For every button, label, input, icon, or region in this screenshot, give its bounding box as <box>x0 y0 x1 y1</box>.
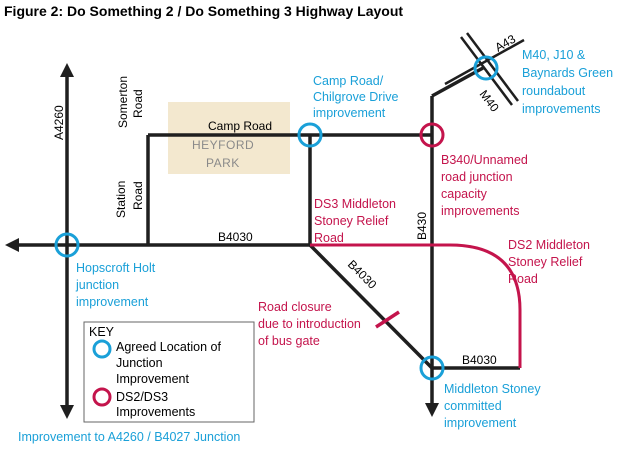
road-closure-label-1: Road closure <box>258 300 332 314</box>
station-road-label-1: Station <box>114 181 128 218</box>
camp-road-label: Camp Road <box>208 119 272 133</box>
legend-item1-line1: Agreed Location of <box>116 340 221 354</box>
m40-carriageway-1 <box>460 36 513 106</box>
legend-red-circle <box>92 387 112 407</box>
b430-label: B430 <box>415 212 429 240</box>
a4260-label: A4260 <box>52 105 66 140</box>
road-closure-label-2: due to introduction <box>258 317 361 331</box>
m40-j10-label-4: improvements <box>522 102 601 116</box>
m40-j10-label-3: roundabout <box>522 84 586 98</box>
b340-label-4: improvements <box>441 204 520 218</box>
hopscroft-junction-marker <box>54 232 80 258</box>
legend-title: KEY <box>89 325 115 339</box>
hopscroft-label-3: improvement <box>76 295 149 309</box>
station-road-label-2: Road <box>131 181 145 210</box>
camp-chilgrove-junction-marker <box>297 122 323 148</box>
footer-caption: Improvement to A4260 / B4027 Junction <box>18 430 241 444</box>
middleton-label-3: improvement <box>444 416 517 430</box>
hopscroft-label-1: Hopscroft Holt <box>76 261 156 275</box>
somerton-road-label-2: Road <box>131 89 145 118</box>
camp-chilgrove-label-2: Chilgrove Drive <box>313 90 398 104</box>
ds3-label-1: DS3 Middleton <box>314 197 396 211</box>
ds3-label-3: Road <box>314 231 344 245</box>
bus-gate-closure-mark <box>375 310 400 329</box>
b4030-west-label: B4030 <box>218 230 253 244</box>
m40-j10-label-2: Baynards Green <box>522 66 613 80</box>
legend-item2-line2: Improvements <box>116 405 195 419</box>
m40-j10-label-1: M40, J10 & <box>522 48 586 62</box>
m40-carriageway-2 <box>466 32 519 102</box>
a43-road <box>444 38 525 86</box>
heyford-park-area <box>168 102 290 174</box>
a43-label: A43 <box>493 32 519 55</box>
middleton-label-2: committed <box>444 399 502 413</box>
middleton-junction-marker <box>419 355 445 381</box>
ds2-label-1: DS2 Middleton <box>508 238 590 252</box>
b4030-east-label: B4030 <box>462 353 497 367</box>
legend-item1-line3: Improvement <box>116 372 189 386</box>
legend-item1-line2: Junction <box>116 356 163 370</box>
heyford-park-label-2: PARK <box>206 156 240 170</box>
somerton-road-label-1: Somerton <box>116 76 130 128</box>
ds3-label-2: Stoney Relief <box>314 214 389 228</box>
m40-j10-junction-marker <box>473 55 499 81</box>
ds2-label-2: Stoney Relief <box>508 255 583 269</box>
middleton-label-1: Middleton Stoney <box>444 382 541 396</box>
figure-title: Figure 2: Do Something 2 / Do Something … <box>4 3 404 19</box>
heyford-park-label-1: HEYFORD <box>192 138 254 152</box>
hopscroft-label-2: junction <box>75 278 119 292</box>
legend-box <box>83 321 255 423</box>
legend-blue-circle <box>92 339 112 359</box>
b340-label-3: capacity <box>441 187 488 201</box>
camp-chilgrove-label-1: Camp Road/ <box>313 74 384 88</box>
b340-junction-marker <box>419 122 445 148</box>
b4030-diagonal-road <box>308 243 434 370</box>
ds2-label-3: Road <box>508 272 538 286</box>
road-closure-label-3: of bus gate <box>258 334 320 348</box>
ds2-relief-road <box>310 243 522 368</box>
legend-key: KEY Agreed Location of Junction Improvem… <box>83 321 255 423</box>
b340-label-1: B340/Unnamed <box>441 153 528 167</box>
m40-label: M40 <box>477 87 502 114</box>
camp-chilgrove-label-3: improvement <box>313 106 386 120</box>
legend-item2-line1: DS2/DS3 <box>116 390 168 404</box>
b340-label-2: road junction <box>441 170 513 184</box>
